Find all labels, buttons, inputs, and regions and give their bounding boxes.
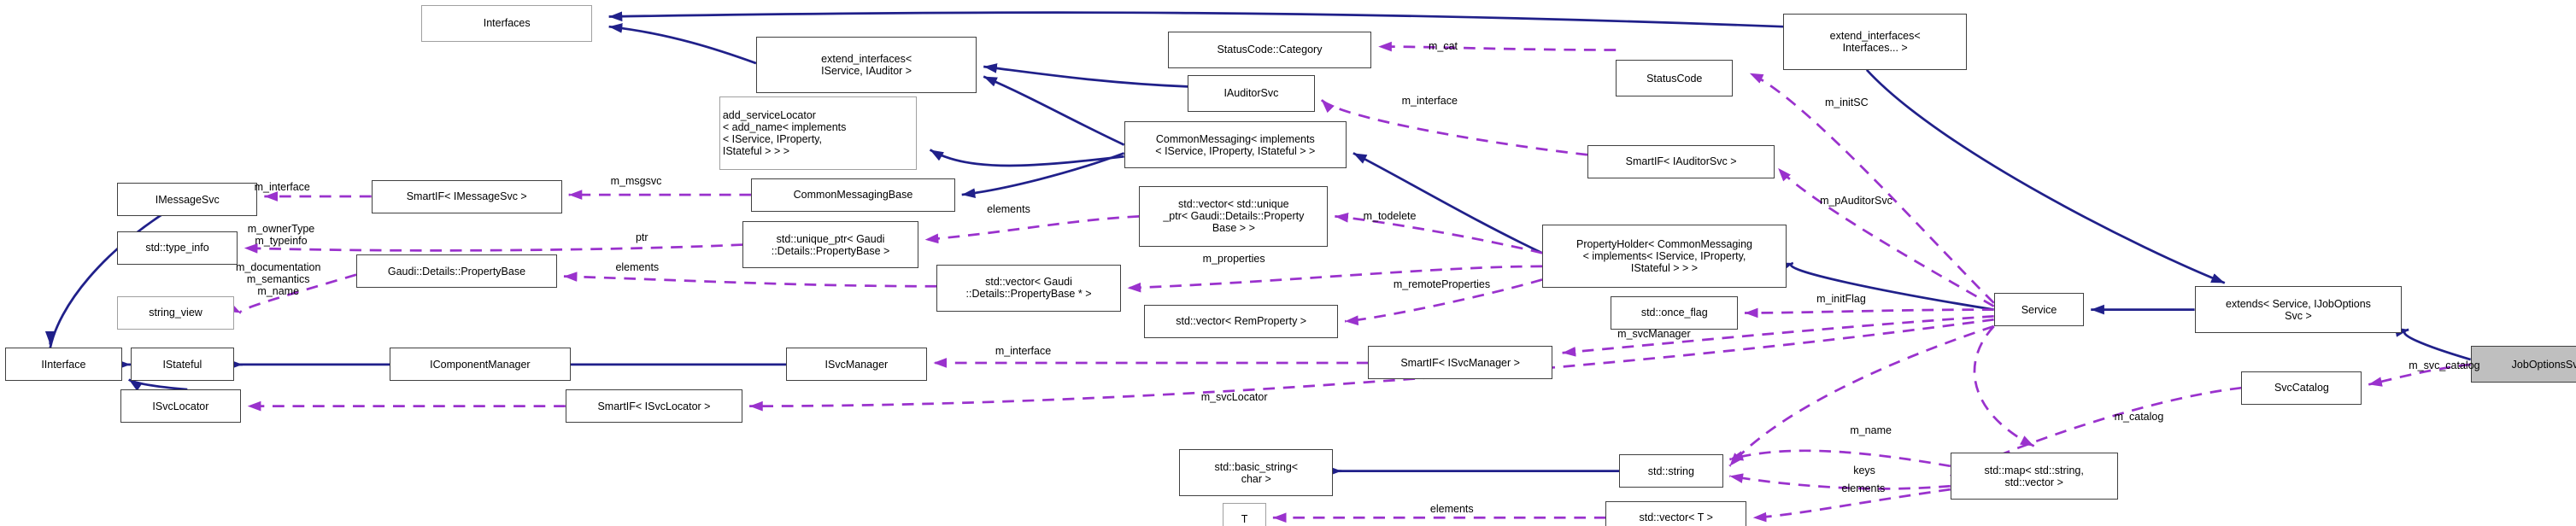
class-node-statuscode_category[interactable]: StatusCode::Category [1167,32,1372,68]
class-node-uniqueptr_propbase[interactable]: std::unique_ptr< Gaudi ::Details::Proper… [742,221,918,268]
class-node-smartif_isvclocator[interactable]: SmartIF< ISvcLocator > [565,389,743,424]
class-node-t_param[interactable]: T [1223,502,1267,526]
class-node-add_servicelocator[interactable]: add_serviceLocator < add_name< implement… [719,96,917,170]
class-node-smartif_iauditorsvc[interactable]: SmartIF< IAuditorSvc > [1587,144,1775,178]
class-node-stdstring[interactable]: std::string [1619,454,1723,488]
class-node-vector_t[interactable]: std::vector< T > [1605,500,1746,526]
class-node-extend_interfaces_pack[interactable]: extend_interfaces< Interfaces... > [1783,13,1968,70]
class-node-istateful[interactable]: IStateful [130,348,235,382]
class-node-extends_service_ijob[interactable]: extends< Service, IJobOptions Svc > [2194,286,2403,333]
class-node-smartif_isvcmanager[interactable]: SmartIF< ISvcManager > [1368,346,1552,380]
class-node-iauditorsvc[interactable]: IAuditorSvc [1188,74,1315,112]
class-node-propertyholder[interactable]: PropertyHolder< CommonMessaging < implem… [1542,225,1787,289]
class-node-map_string_vector[interactable]: std::map< std::string, std::vector > [1950,453,2118,500]
class-node-gaudi_propertybase[interactable]: Gaudi::Details::PropertyBase [356,254,557,289]
class-node-icomponentmanager[interactable]: IComponentManager [390,348,571,382]
class-node-extend_iservice_iaud[interactable]: extend_interfaces< IService, IAuditor > [755,36,977,94]
class-node-interfaces[interactable]: Interfaces [421,4,593,42]
class-node-basic_string_char[interactable]: std::basic_string< char > [1179,449,1334,496]
class-node-service[interactable]: Service [1993,293,2085,327]
class-node-commonmessaging[interactable]: CommonMessaging< implements < IService, … [1124,121,1347,168]
class-node-isvclocator[interactable]: ISvcLocator [120,389,241,424]
class-node-once_flag[interactable]: std::once_flag [1611,295,1739,330]
class-node-statuscode[interactable]: StatusCode [1616,60,1734,97]
class-node-vec_propbase_ptr[interactable]: std::vector< Gaudi ::Details::PropertyBa… [936,264,1121,312]
inheritance-edges [44,11,2472,476]
class-node-svccatalog[interactable]: SvcCatalog [2241,371,2362,405]
usage-edges [226,41,2471,523]
class-node-commonmessagingbase[interactable]: CommonMessagingBase [751,178,955,212]
class-node-stdtypeinfo[interactable]: std::type_info [117,231,238,265]
class-node-imessagesvc[interactable]: IMessageSvc [117,183,258,217]
class-node-iinterface[interactable]: IInterface [4,348,122,382]
class-node-vec_remproperty[interactable]: std::vector< RemProperty > [1144,304,1339,338]
class-node-vec_uniqueptr_propbase[interactable]: std::vector< std::unique _ptr< Gaudi::De… [1139,186,1329,247]
class-node-isvcmanager[interactable]: ISvcManager [786,348,927,382]
class-node-smartif_imessagesvc[interactable]: SmartIF< IMessageSvc > [371,179,562,213]
class-node-stringview[interactable]: string_view [117,295,235,330]
